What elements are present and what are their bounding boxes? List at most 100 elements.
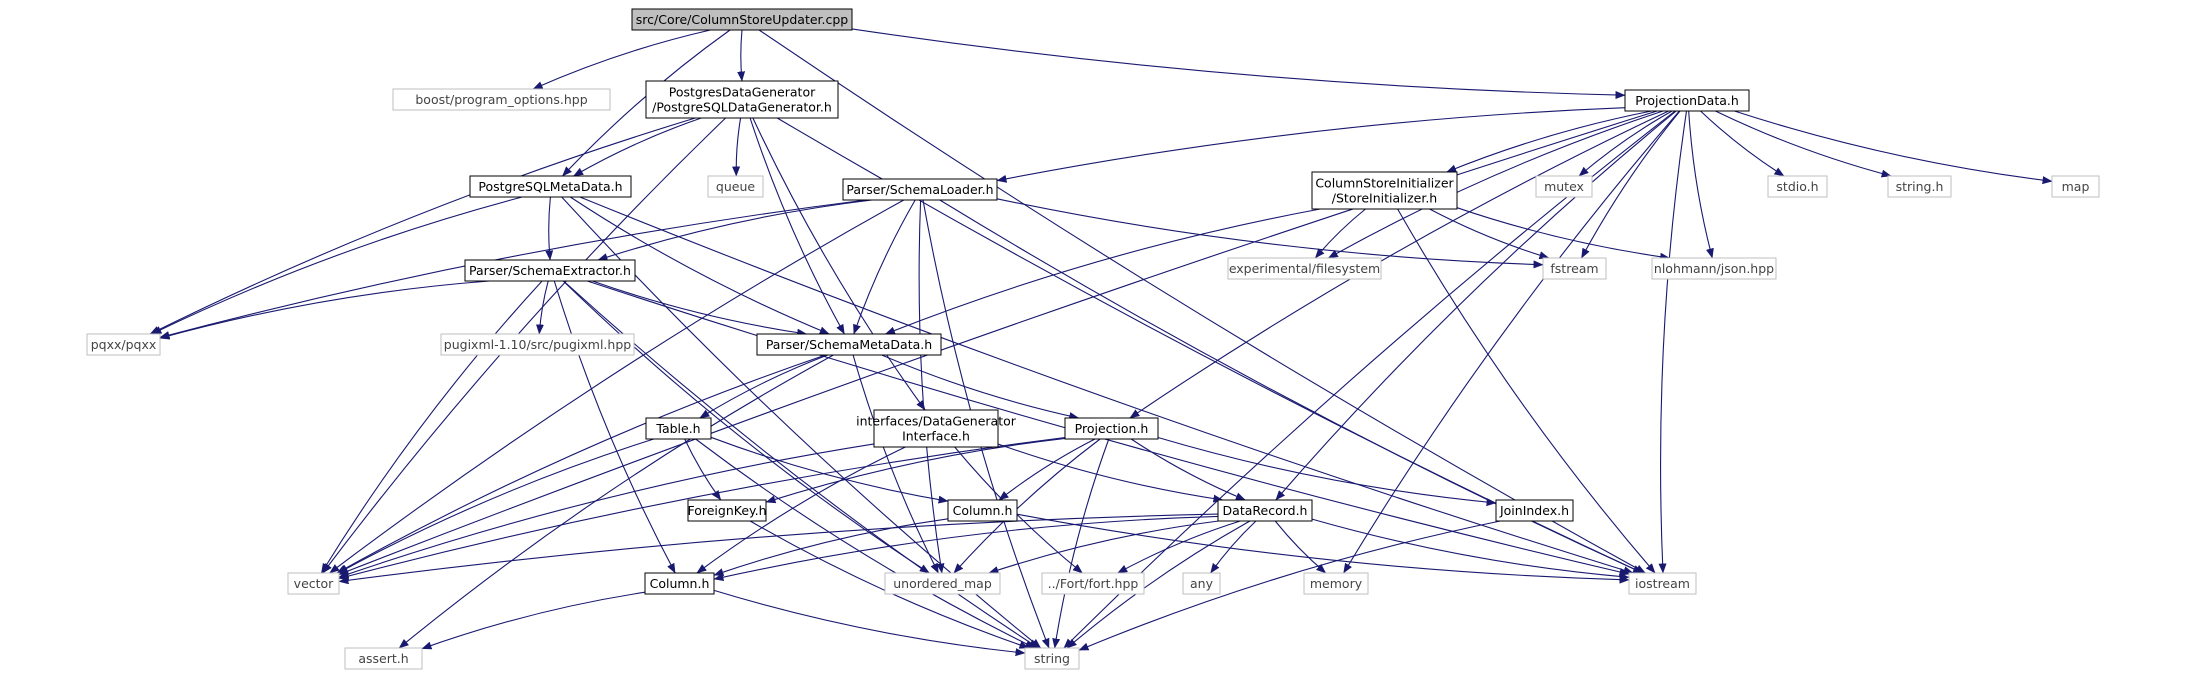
node-label-column1: Column.h (953, 503, 1013, 518)
edge-projdata-to-memory (1343, 110, 1680, 574)
node-label-tableh: Table.h (655, 421, 700, 436)
node-assert: assert.h (344, 647, 423, 670)
node-string: string (1024, 647, 1080, 670)
edge-projection-to-foreignkey (765, 437, 1066, 504)
edge-dgi-to-vector (338, 443, 875, 578)
node-box-schemaloader (842, 178, 998, 201)
node-label-dgi: Interface.h (902, 429, 970, 444)
node-label-stdio: stdio.h (1776, 179, 1818, 194)
edge-schemaextractor-to-pqxx (159, 280, 490, 340)
node-box-projdata (1624, 89, 1750, 112)
edge-schemaloader-to-iostream (939, 199, 1644, 574)
edge-datarecord-to-umap (988, 520, 1219, 574)
node-box-column1 (947, 499, 1018, 522)
node-box-pgmeta (469, 175, 632, 198)
node-column1[interactable]: Column.h (947, 499, 1018, 522)
node-schemaloader[interactable]: Parser/SchemaLoader.h (842, 178, 998, 201)
node-label-stringh: string.h (1896, 179, 1944, 194)
node-box-csinit (1311, 171, 1458, 210)
node-root[interactable]: src/Core/ColumnStoreUpdater.cpp (631, 8, 853, 31)
node-label-assert: assert.h (358, 651, 408, 666)
node-umap: unordered_map (884, 572, 1001, 595)
edge-schemaloader-to-vector (329, 199, 905, 574)
node-label-fstream: fstream (1550, 261, 1598, 276)
node-box-pgdg (645, 80, 839, 119)
node-pgmeta[interactable]: PostgreSQLMetaData.h (469, 175, 632, 198)
node-label-csinit: /StoreInitializer.h (1332, 191, 1437, 206)
edge-datarecord-to-column2 (713, 515, 1219, 582)
node-box-expfs (1227, 257, 1382, 280)
edge-datarecord-to-iostream (1311, 518, 1630, 581)
edge-projdata-to-stringh (1715, 110, 1892, 178)
edge-schemameta-to-projection (881, 354, 1080, 420)
edge-column1-to-column2 (713, 518, 949, 576)
node-schemameta[interactable]: Parser/SchemaMetaData.h (756, 333, 942, 356)
node-box-umap (884, 572, 1001, 595)
node-stringh: string.h (1887, 175, 1952, 198)
node-stdio: stdio.h (1767, 175, 1828, 198)
node-box-fort (1041, 572, 1145, 595)
edge-column2-to-string (713, 589, 1026, 657)
node-projection[interactable]: Projection.h (1064, 417, 1159, 440)
edge-pgmeta-to-schemameta (569, 196, 830, 335)
node-map: map (2051, 175, 2100, 198)
edge-projdata-to-iostream (1658, 110, 1688, 574)
node-box-boost (392, 88, 611, 111)
node-foreignkey[interactable]: ForeignKey.h (687, 499, 767, 522)
node-label-any: any (1190, 576, 1214, 591)
node-column2[interactable]: Column.h (644, 572, 715, 595)
node-label-joinindex: JoinIndex.h (1499, 503, 1569, 518)
edge-schemaextractor-to-schemameta (592, 280, 808, 337)
node-joinindex[interactable]: JoinIndex.h (1495, 499, 1574, 522)
node-memory: memory (1303, 572, 1369, 595)
node-box-queue (707, 175, 764, 198)
node-label-fort: ../Fort/fort.hpp (1048, 576, 1139, 591)
node-label-projection: Projection.h (1075, 421, 1149, 436)
edge-projdata-to-stdio (1700, 110, 1785, 177)
edge-schemaloader-to-pqxx (159, 199, 867, 339)
edge-tableh-to-column1 (710, 436, 949, 504)
node-box-root (631, 8, 853, 31)
node-label-pgdg: PostgresDataGenerator (669, 85, 816, 100)
node-datarecord[interactable]: DataRecord.h (1217, 499, 1313, 522)
edge-schemaextractor-to-pugixml (535, 280, 549, 335)
edge-tableh-to-string (695, 438, 1036, 649)
edge-root-to-iostream (758, 29, 1646, 574)
node-fort: ../Fort/fort.hpp (1041, 572, 1145, 595)
node-label-mutex: mutex (1544, 179, 1584, 194)
node-label-datarecord: DataRecord.h (1223, 503, 1308, 518)
node-label-queue: queue (716, 179, 755, 194)
edge-dgi-to-datarecord (997, 443, 1224, 503)
node-schemaextractor[interactable]: Parser/SchemaExtractor.h (464, 259, 636, 282)
node-label-pqxx: pqxx/pqxx (91, 337, 157, 352)
node-label-boost: boost/program_options.hpp (415, 92, 587, 107)
node-label-schemaloader: Parser/SchemaLoader.h (846, 182, 993, 197)
node-tableh[interactable]: Table.h (645, 417, 712, 440)
edge-projection-to-joinindex (1157, 436, 1497, 507)
node-queue: queue (707, 175, 764, 198)
edge-schemameta-to-assert (398, 354, 834, 649)
edge-datarecord-to-memory (1274, 520, 1327, 574)
edge-projection-to-column1 (998, 438, 1096, 501)
edge-projection-to-umap (953, 438, 1101, 574)
node-box-joinindex (1495, 499, 1574, 522)
node-box-stdio (1767, 175, 1828, 198)
node-label-csinit: ColumnStoreInitializer (1315, 176, 1454, 191)
node-label-pgdg: /PostgreSQLDataGenerator.h (652, 100, 832, 115)
edge-csinit-to-json (1456, 207, 1671, 261)
node-boost: boost/program_options.hpp (392, 88, 611, 111)
node-box-datarecord (1217, 499, 1313, 522)
edge-schemaloader-to-schemameta (853, 199, 916, 335)
node-box-map (2051, 175, 2100, 198)
edge-projection-to-vector (338, 436, 1066, 580)
node-any: any (1182, 572, 1221, 595)
edge-pgmeta-to-pqxx (151, 196, 523, 335)
node-label-expfs: experimental/filesystem (1229, 261, 1380, 276)
node-pgdg[interactable]: PostgresDataGenerator/PostgreSQLDataGene… (645, 80, 839, 119)
node-csinit[interactable]: ColumnStoreInitializer/StoreInitializer.… (1311, 171, 1458, 210)
node-projdata[interactable]: ProjectionData.h (1624, 89, 1750, 112)
node-box-pugixml (440, 333, 635, 356)
edge-root-to-pgdg (737, 29, 746, 82)
